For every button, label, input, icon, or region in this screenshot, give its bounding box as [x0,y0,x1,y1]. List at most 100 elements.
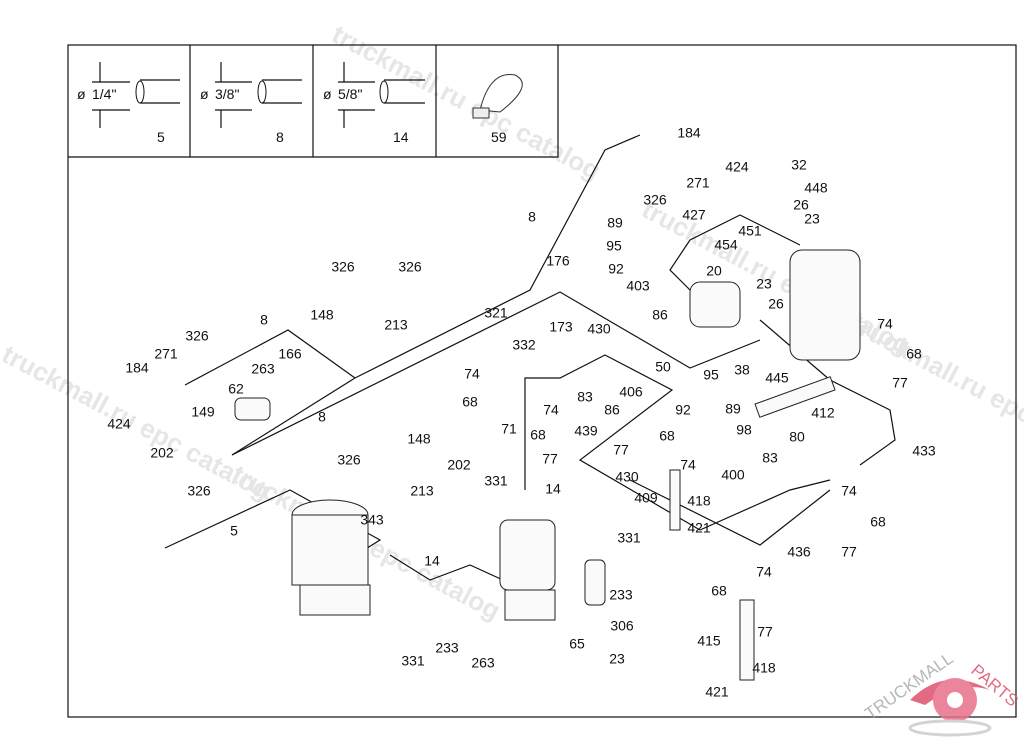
part-callout: 77 [542,451,558,467]
part-callout: 415 [697,633,721,649]
part-callout: 306 [610,618,634,634]
part-callout: 83 [577,389,593,405]
legend-size: 5/8" [338,86,362,102]
part-callout: 421 [705,684,729,700]
legend-item: 8 [276,129,284,145]
part-callout: 424 [107,416,131,432]
part-callout: 38 [734,362,750,378]
part-callout: 166 [278,346,302,362]
diagram-frame [67,44,1017,718]
part-callout: 427 [682,207,706,223]
part-callout: 98 [736,422,752,438]
pipe-50 [524,354,831,531]
part-callout: 430 [615,469,639,485]
part-callout: 20 [706,263,722,279]
part-callout: 331 [401,653,425,669]
part-callout: 86 [652,307,668,323]
part-callout: 5 [230,523,238,539]
pipe-433 [829,379,896,466]
legend-item: 14 [393,129,409,145]
part-callout: 271 [686,175,710,191]
valve-block [689,281,741,328]
part-callout: 448 [804,180,828,196]
part-callout: 403 [626,278,650,294]
part-callout: 92 [608,261,624,277]
part-callout: 74 [756,564,772,580]
part-callout: 184 [125,360,149,376]
legend-cell-clip: 59 [472,73,523,145]
legend-item: 59 [491,129,507,145]
watermark: truckmall.ru epc catalog [327,19,605,186]
part-callout: 62 [228,381,244,397]
part-callout: 424 [725,159,749,175]
part-callout: 445 [765,370,789,386]
part-callout: 71 [501,421,517,437]
part-callout: 68 [462,394,478,410]
part-callout: 68 [906,346,922,362]
part-callout: 271 [154,346,178,362]
part-callout: 32 [791,157,807,173]
part-callout: 343 [360,512,384,528]
part-callout: 418 [752,660,776,676]
part-callout: 202 [150,445,174,461]
part-callout: 26 [768,296,784,312]
part-callout: 77 [892,375,908,391]
pipe-8-main [231,291,761,456]
part-callout: 77 [757,624,773,640]
part-callout: 149 [191,404,215,420]
part-callout: 326 [643,192,667,208]
part-callout: 326 [185,328,209,344]
part-callout: 412 [811,405,835,421]
part-callout: 92 [675,402,691,418]
part-callout: 80 [789,429,805,445]
part-callout: 400 [721,467,745,483]
part-callout: 86 [604,402,620,418]
part-callout: 68 [659,428,675,444]
part-callout: 321 [484,305,508,321]
part-callout: 74 [543,402,559,418]
part-callout: 50 [655,359,671,375]
svg-text:ø: ø [77,86,86,102]
bracket-409 [669,469,681,531]
part-callout: 74 [877,316,893,332]
part-callout: 173 [549,319,573,335]
part-callout: 68 [711,583,727,599]
part-callout: 418 [687,493,711,509]
truckmall-logo: TRUCKMALL PARTS [861,649,1022,737]
part-callout: 148 [407,431,431,447]
compressor-head [499,519,556,591]
bracket-412 [754,376,836,418]
legend-cell-5/8: ø 5/8" 14 [323,62,425,145]
part-callout: 95 [606,238,622,254]
part-callout: 95 [703,367,719,383]
cable-clip-icon [479,73,523,113]
part-callout: 331 [484,473,508,489]
part-callout: 406 [619,384,643,400]
part-callout: 8 [318,409,326,425]
part-callout: 74 [464,366,480,382]
bracket-415 [739,599,755,681]
part-callout: 213 [384,317,408,333]
part-callout: 454 [714,237,738,253]
part-callout: 430 [587,321,611,337]
legend-size: 1/4" [92,86,116,102]
fitting-62 [234,397,271,421]
legend-cell-3/8: ø 3/8" 8 [200,62,302,145]
part-callout: 89 [607,215,623,231]
elbow-233 [584,559,606,606]
part-callout: 213 [410,483,434,499]
part-callout: 326 [398,259,422,275]
part-callout: 68 [870,514,886,530]
part-callout: 65 [569,636,585,652]
part-callout: 23 [756,276,772,292]
part-callout: 89 [725,401,741,417]
svg-text:ø: ø [323,86,332,102]
part-callout: 68 [530,427,546,443]
legend-size: 3/8" [215,86,239,102]
part-callout: 263 [471,655,495,671]
part-callout: 233 [435,640,459,656]
part-callout: 451 [738,223,762,239]
part-callout: 14 [424,553,440,569]
legend-cells: ø 1/4" 5 ø 3/8" 8 ø 5/8" 14 59 [77,62,523,145]
